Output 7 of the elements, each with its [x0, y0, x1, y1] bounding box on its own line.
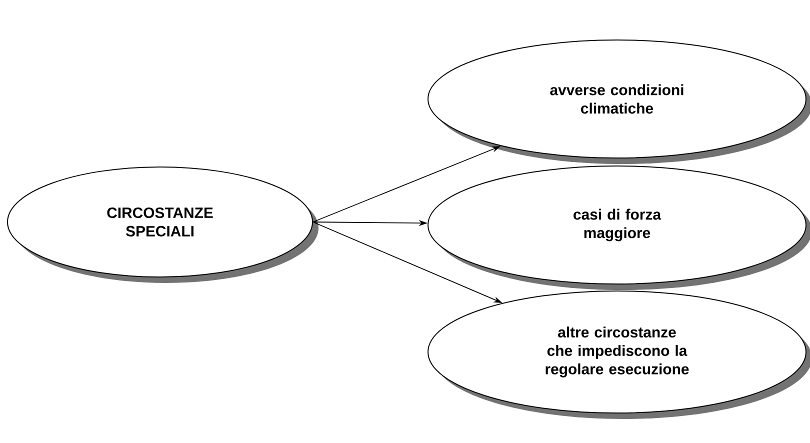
ellipse-node: avverse condizioni climatiche	[428, 40, 810, 164]
node-label: altre circostanze che impediscono la regolare esecuzione	[546, 326, 689, 378]
ellipse-node: CIRCOSTANZE SPECIALI	[7, 166, 318, 283]
ellipse-node: altre circostanze che impediscono la regolare esecuzione	[428, 290, 810, 419]
node-label: avverse condizioni climatiche	[550, 84, 684, 114]
ellipse-node: casi di forza maggiore	[428, 166, 810, 290]
node-label: casi di forza maggiore	[574, 208, 662, 242]
